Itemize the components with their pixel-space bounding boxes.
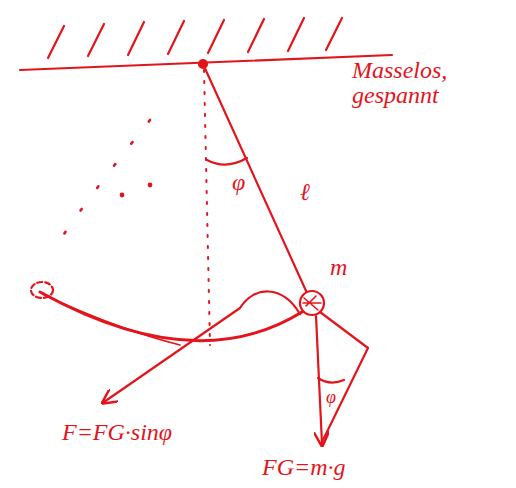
end-position xyxy=(31,282,53,298)
vertical-reference xyxy=(204,70,210,345)
dot xyxy=(149,184,152,187)
dot xyxy=(121,194,124,197)
ceiling-line xyxy=(20,55,392,70)
force-triangle xyxy=(320,312,368,442)
angle-arc xyxy=(207,158,247,165)
restoring-force-arrow xyxy=(104,291,300,402)
swing-arc xyxy=(40,292,302,341)
length-symbol: ℓ xyxy=(300,180,310,205)
swing-circle-dotted xyxy=(60,120,150,240)
mass-hatch xyxy=(303,296,321,310)
angle-arc xyxy=(318,378,344,383)
note: Masselos, gespannt xyxy=(352,58,477,108)
formula: FG=m·g xyxy=(262,455,346,480)
ceiling-hatch xyxy=(48,18,342,58)
mass-symbol: m xyxy=(330,255,347,280)
pendulum-string xyxy=(203,64,307,293)
formula: F=FG·sinφ xyxy=(62,420,172,445)
angle-symbol: φ xyxy=(232,170,245,195)
swing-arc xyxy=(44,295,180,345)
angle-symbol: φ xyxy=(326,388,336,407)
